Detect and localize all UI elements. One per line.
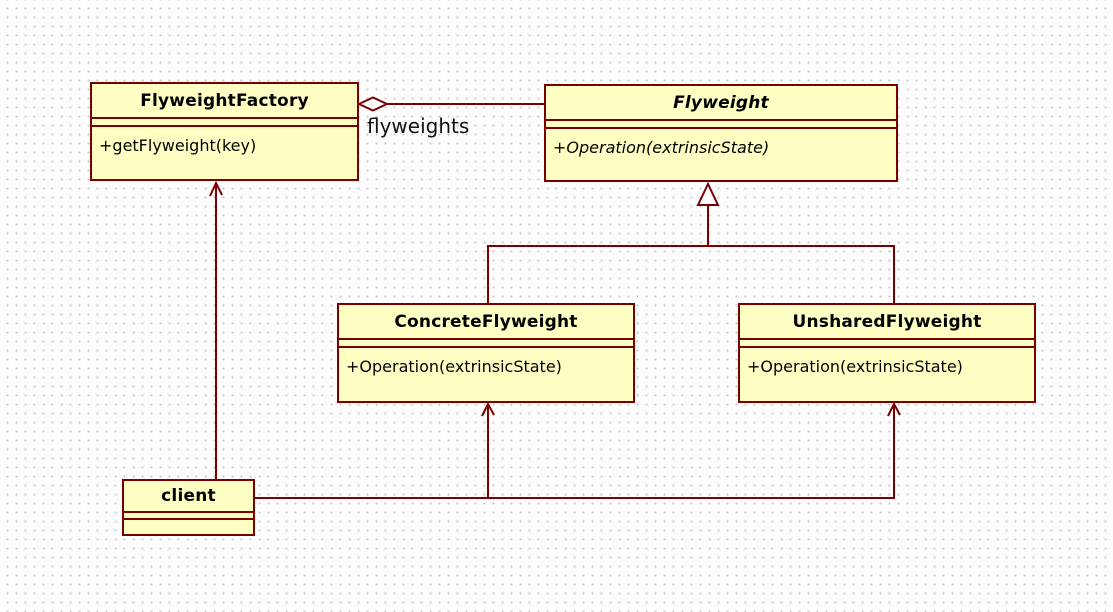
methods-compartment: +getFlyweight(key) xyxy=(92,127,357,179)
methods-compartment: +Operation(extrinsicState) xyxy=(546,129,896,180)
open-arrowhead-icon xyxy=(481,401,495,417)
attributes-compartment xyxy=(92,119,357,127)
generalization-connector[interactable] xyxy=(487,181,895,303)
generalization-triangle-icon xyxy=(696,181,720,206)
method-label: +getFlyweight(key) xyxy=(99,136,257,155)
aggregation-role-label: flyweights xyxy=(367,114,470,138)
class-flyweight[interactable]: Flyweight +Operation(extrinsicState) xyxy=(544,84,898,182)
client-to-factory-arrow[interactable] xyxy=(209,180,223,479)
method-label: +Operation(extrinsicState) xyxy=(747,357,963,376)
class-client[interactable]: client xyxy=(122,479,255,536)
attributes-compartment xyxy=(740,340,1034,348)
class-title: Flyweight xyxy=(546,86,896,121)
attributes-compartment xyxy=(124,513,253,520)
aggregation-connector[interactable] xyxy=(356,96,544,112)
class-title: UnsharedFlyweight xyxy=(740,305,1034,340)
class-flyweight-factory[interactable]: FlyweightFactory +getFlyweight(key) xyxy=(90,82,359,181)
aggregation-diamond-icon xyxy=(356,96,390,112)
methods-compartment: +Operation(extrinsicState) xyxy=(740,348,1034,401)
methods-compartment: +Operation(extrinsicState) xyxy=(339,348,633,401)
methods-compartment xyxy=(124,520,253,534)
open-arrowhead-icon xyxy=(887,401,901,417)
class-unshared-flyweight[interactable]: UnsharedFlyweight +Operation(extrinsicSt… xyxy=(738,303,1036,403)
class-concrete-flyweight[interactable]: ConcreteFlyweight +Operation(extrinsicSt… xyxy=(337,303,635,403)
method-label: +Operation(extrinsicState) xyxy=(346,357,562,376)
class-title: ConcreteFlyweight xyxy=(339,305,633,340)
class-title: client xyxy=(124,481,253,513)
class-title: FlyweightFactory xyxy=(92,84,357,119)
method-label: +Operation(extrinsicState) xyxy=(553,138,770,157)
attributes-compartment xyxy=(546,121,896,129)
generalization-lines[interactable] xyxy=(487,205,895,303)
attributes-compartment xyxy=(339,340,633,348)
open-arrowhead-icon xyxy=(209,180,223,197)
client-association-lines[interactable] xyxy=(255,404,895,499)
client-to-flyweights-arrow[interactable] xyxy=(255,401,901,499)
